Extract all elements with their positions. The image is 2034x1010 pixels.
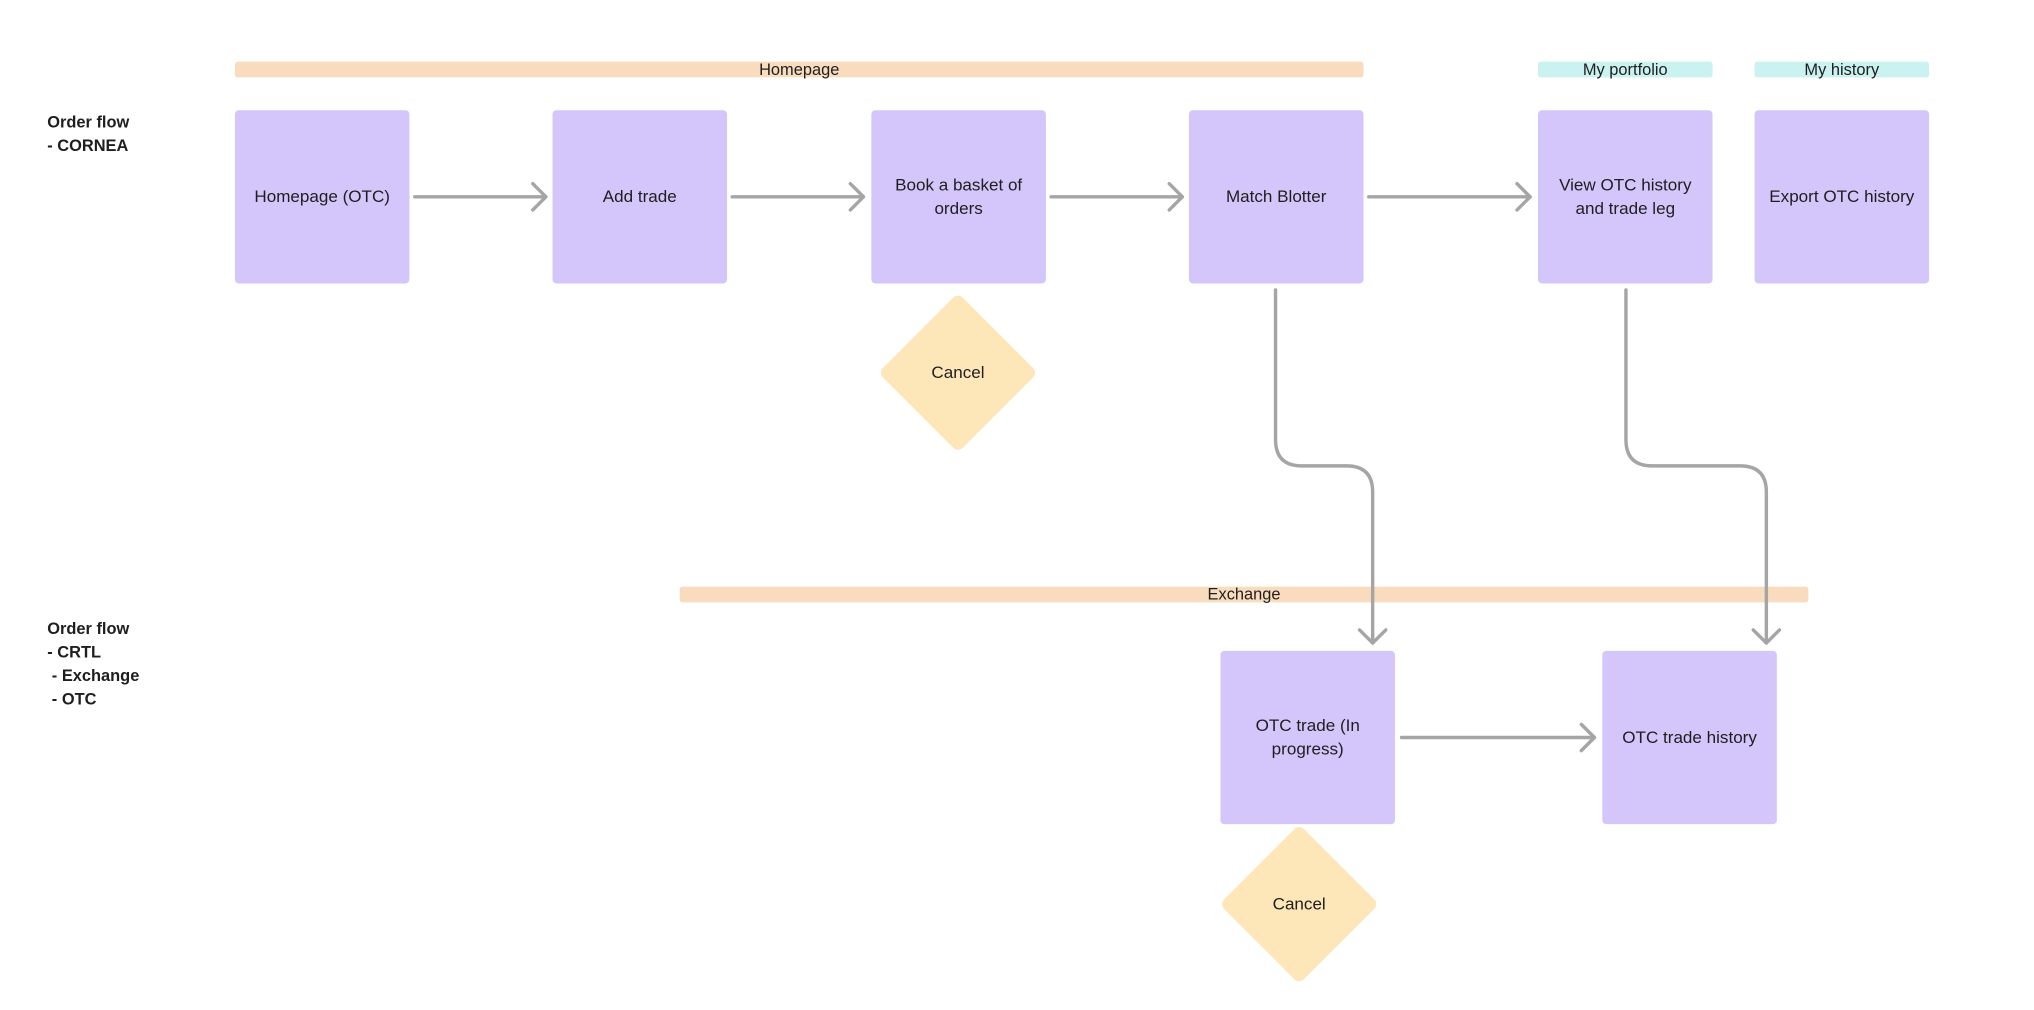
arrow-add-trade-to-book-basket [730,182,866,212]
my-history-band: My history [1754,61,1930,78]
homepage-otc-node[interactable]: Homepage (OTC) [234,110,410,284]
arrow-book-basket-to-match-blotter [1049,182,1185,212]
exchange-band: Exchange [679,586,1809,603]
arrow-match-blotter-to-otc-trade [1273,288,1388,645]
export-otc-history-node[interactable]: Export OTC history [1754,110,1930,284]
arrow-homepage-to-add-trade [412,182,548,212]
order-flow-cornea-label: Order flow - CORNEA [47,112,130,155]
match-blotter-node[interactable]: Match Blotter [1188,110,1364,284]
order-flow-crtl-label: Order flow - CRTL - Exchange - OTC [47,619,140,709]
cancel-top-label: Cancel [931,362,985,382]
homepage-band: Homepage [234,61,1364,78]
book-basket-node[interactable]: Book a basket of orders [871,110,1046,284]
view-otc-history-node[interactable]: View OTC history and trade leg [1538,110,1713,284]
arrow-otc-trade-to-otc-history [1399,722,1597,753]
add-trade-node[interactable]: Add trade [552,110,728,284]
otc-trade-history-node[interactable]: OTC trade history [1602,650,1777,825]
my-portfolio-band: My portfolio [1538,61,1713,78]
otc-trade-in-progress-node[interactable]: OTC trade (In progress) [1220,650,1395,825]
cancel-bottom-label: Cancel [1272,893,1326,914]
arrow-view-history-to-otc-history [1624,288,1782,645]
arrow-match-blotter-to-view-history [1367,182,1532,212]
